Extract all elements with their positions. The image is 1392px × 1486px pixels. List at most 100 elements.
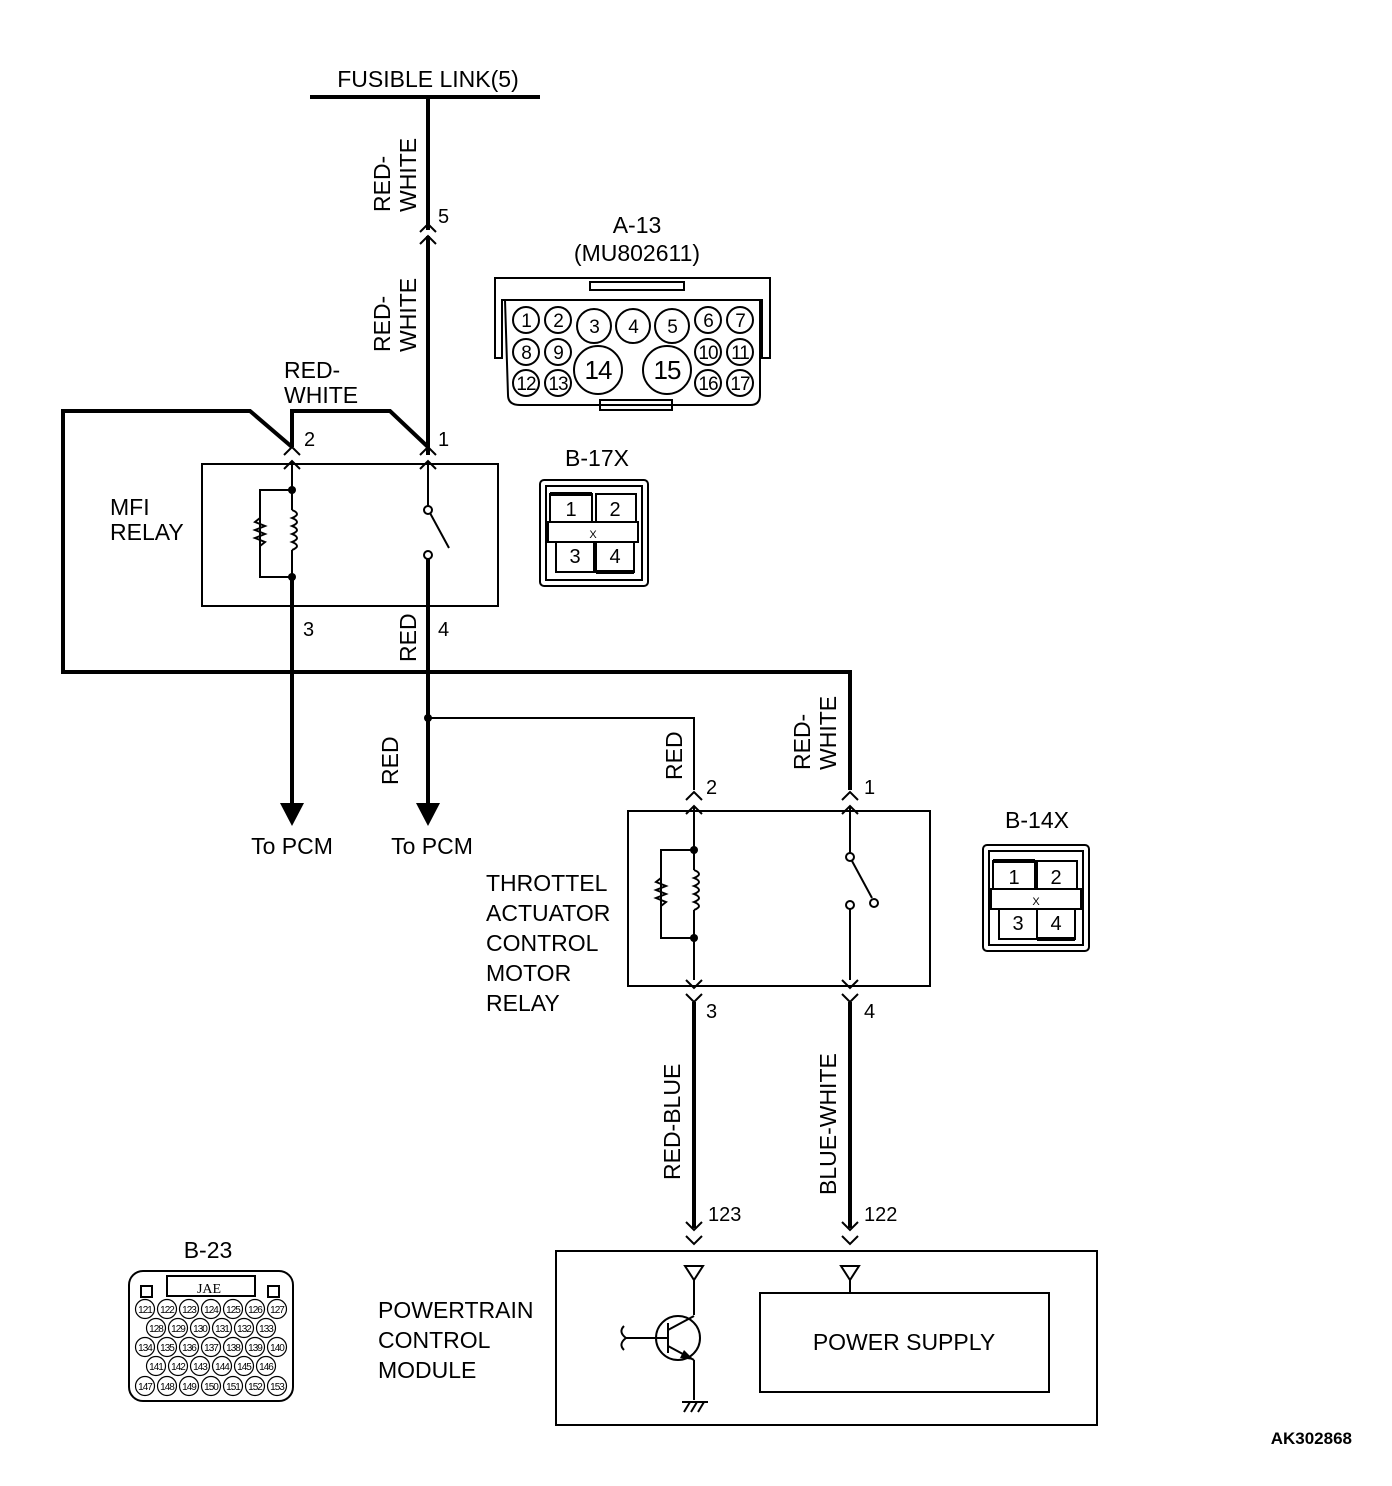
b23-pin-circle bbox=[145, 1317, 167, 1339]
b23-pin-circle bbox=[178, 1375, 200, 1397]
b23-pin-label: 126 bbox=[248, 1305, 263, 1316]
mfi-relay-label-1: MFI bbox=[110, 494, 150, 520]
fusible-link: FUSIBLE LINK(5) bbox=[310, 66, 540, 99]
a13-pin-label: 12 bbox=[516, 374, 536, 395]
pcm-label-2: CONTROL bbox=[378, 1327, 491, 1353]
connector-b14x-title: B-14X bbox=[1005, 807, 1069, 833]
a13-pin-circle bbox=[544, 306, 572, 334]
a13-pin-label: 14 bbox=[585, 355, 612, 385]
b23-pin-label: 130 bbox=[193, 1324, 208, 1335]
a13-pin-circle bbox=[512, 306, 540, 334]
mfi-relay-label-2: RELAY bbox=[110, 519, 184, 545]
a13-pin-label: 3 bbox=[589, 317, 599, 338]
wire-mfi-3-to-pcm: 3 To PCM bbox=[251, 577, 333, 859]
wire-label-blue-white: BLUE-WHITE bbox=[815, 1053, 841, 1195]
svg-text:X: X bbox=[589, 529, 597, 541]
wire-label-red-white-top-2: WHITE bbox=[395, 138, 421, 212]
power-supply-label: POWER SUPPLY bbox=[813, 1329, 995, 1355]
b23-pin-circle bbox=[134, 1336, 156, 1358]
b23-pin-circle bbox=[222, 1336, 244, 1358]
a13-pin-circle bbox=[726, 369, 754, 397]
throttle-relay-label-5: RELAY bbox=[486, 990, 560, 1016]
b23-pin-label: 129 bbox=[171, 1324, 186, 1335]
b23-pin-label: 128 bbox=[149, 1324, 164, 1335]
wire-red-blue: 123 bbox=[685, 1002, 741, 1246]
pcm-pin-122: 122 bbox=[864, 1204, 897, 1226]
fusible-link-label: FUSIBLE LINK(5) bbox=[337, 66, 519, 92]
tac-switch bbox=[845, 806, 879, 980]
b23-pin-label: 146 bbox=[259, 1362, 274, 1373]
to-pcm-left-label: To PCM bbox=[251, 833, 333, 859]
pcm-label-1: POWERTRAIN bbox=[378, 1297, 533, 1323]
to-pcm-right-label: To PCM bbox=[391, 833, 473, 859]
connector-b17x-title: B-17X bbox=[565, 445, 629, 471]
b23-pin-circle bbox=[211, 1355, 233, 1377]
wire-label-red-white-relay2-2: WHITE bbox=[284, 382, 358, 408]
powertrain-control-module: POWERTRAIN CONTROL MODULE POWER SUPPLY bbox=[378, 1250, 1098, 1426]
b23-pin-circle bbox=[189, 1355, 211, 1377]
wire-red-white-main: 5 bbox=[419, 97, 449, 455]
mfi-pin-2: 2 bbox=[304, 429, 315, 451]
b23-pin-label: 152 bbox=[248, 1382, 263, 1393]
b23-pin-label: 143 bbox=[193, 1362, 208, 1373]
tac-pin-2: 2 bbox=[706, 777, 717, 799]
wire-red-white-loop bbox=[61, 409, 852, 790]
b23-pin-label: 136 bbox=[182, 1343, 197, 1354]
a13-pin-circle bbox=[512, 338, 540, 366]
a13-pin-circle bbox=[642, 345, 692, 395]
a13-pin-circle bbox=[512, 369, 540, 397]
b23-pin-label: 145 bbox=[237, 1362, 252, 1373]
mfi-relay: MFI RELAY bbox=[110, 463, 499, 607]
b23-pin-label: 144 bbox=[215, 1362, 230, 1373]
mfi-pin-1: 1 bbox=[438, 429, 449, 451]
a13-pin-circle bbox=[726, 338, 754, 366]
tac-pin1-connector: 1 bbox=[841, 777, 875, 815]
wire-label-red-white-relay2-1: RED- bbox=[284, 357, 340, 383]
wire-label-red-tac: RED bbox=[661, 731, 687, 780]
b23-pin-circle bbox=[211, 1317, 233, 1339]
b17x-pin-4: 4 bbox=[609, 546, 620, 568]
wire-label-red-left: RED bbox=[377, 736, 403, 785]
b23-pin-circle bbox=[200, 1336, 222, 1358]
b23-pin-label: 150 bbox=[204, 1382, 219, 1393]
b23-pin-circle bbox=[233, 1355, 255, 1377]
a13-pin-label: 1 bbox=[521, 311, 531, 332]
a13-pin-label: 13 bbox=[548, 374, 568, 395]
a13-pin-circle bbox=[615, 308, 651, 344]
b23-pin-circle bbox=[233, 1317, 255, 1339]
b23-pin-label: 132 bbox=[237, 1324, 252, 1335]
b23-pin-circle bbox=[244, 1298, 266, 1320]
mfi-pin-3: 3 bbox=[303, 619, 314, 641]
a13-pin-circle bbox=[544, 369, 572, 397]
a13-pin-label: 2 bbox=[553, 311, 563, 332]
tac-pin-4: 4 bbox=[864, 1001, 875, 1023]
b17x-pin-1: 1 bbox=[565, 499, 576, 521]
wire-label-red-white-tac-1: RED- bbox=[789, 714, 815, 770]
wire-label-red-blue: RED-BLUE bbox=[659, 1064, 685, 1180]
b23-pin-circle bbox=[156, 1336, 178, 1358]
b23-pin-circle bbox=[178, 1298, 200, 1320]
b23-pin-label: 124 bbox=[204, 1305, 219, 1316]
b23-pin-circle bbox=[167, 1317, 189, 1339]
tac-pin2-connector: 2 bbox=[685, 777, 717, 815]
a13-pin-circle bbox=[726, 306, 754, 334]
b23-pin-circle bbox=[178, 1336, 200, 1358]
mfi-pin-4: 4 bbox=[438, 619, 449, 641]
connector-b14x: B-14X X 1 2 3 4 bbox=[982, 807, 1090, 952]
b23-pin-label: 147 bbox=[138, 1382, 153, 1393]
b23-pin-circle bbox=[156, 1375, 178, 1397]
b23-pin-circle bbox=[222, 1298, 244, 1320]
wire-label-red-white-mid-2: WHITE bbox=[395, 278, 421, 352]
wire-label-red-white-top-1: RED- bbox=[369, 156, 395, 212]
b23-pin-circle bbox=[200, 1375, 222, 1397]
throttle-relay-label-1: THROTTEL bbox=[486, 870, 608, 896]
pin-link-5: 5 bbox=[438, 206, 449, 228]
b23-pin-circle bbox=[266, 1375, 288, 1397]
connector-a13-title: A-13 bbox=[613, 212, 662, 238]
a13-pin-circle bbox=[694, 338, 722, 366]
b23-pin-label: 138 bbox=[226, 1343, 241, 1354]
a13-pin-circle bbox=[544, 338, 572, 366]
throttle-relay-label-3: CONTROL bbox=[486, 930, 599, 956]
